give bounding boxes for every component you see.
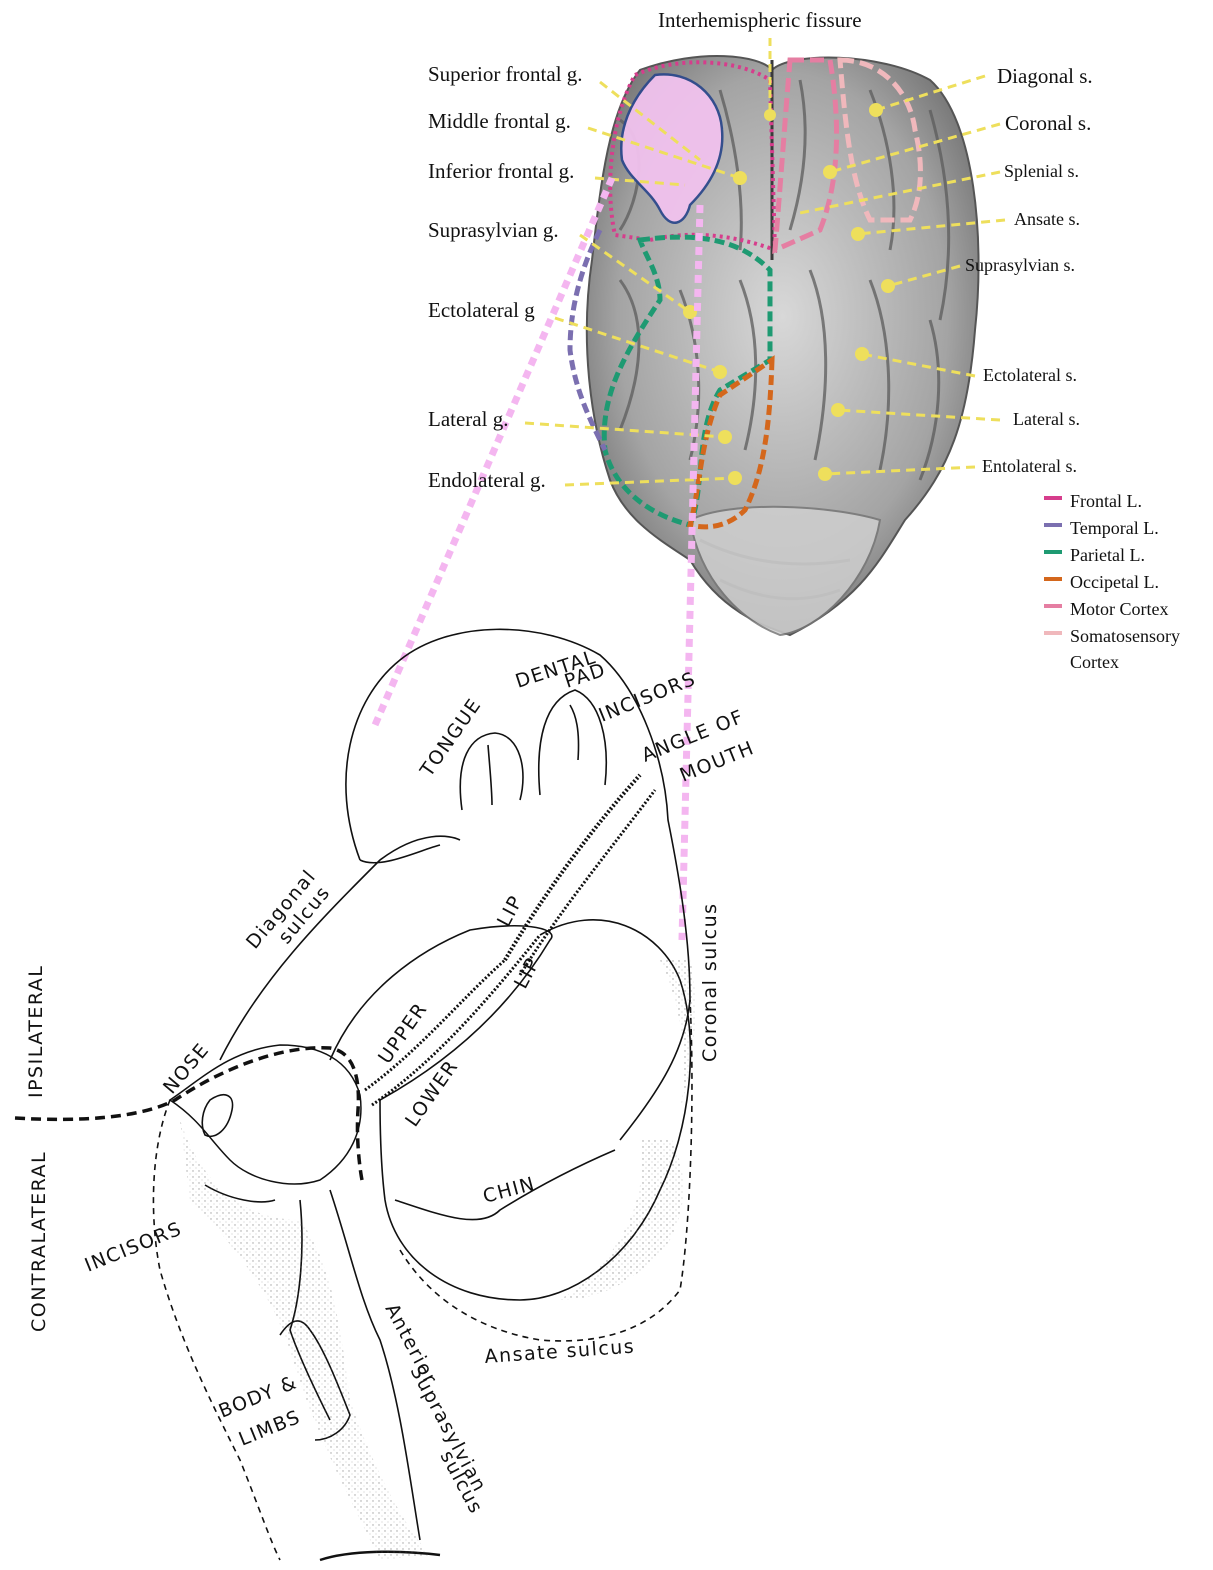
legend-swatch [1044, 550, 1062, 554]
right-label-6: Lateral s. [1013, 410, 1080, 428]
right-label-7: Entolateral s. [982, 457, 1077, 475]
legend-label: Occipetal L. [1070, 569, 1159, 595]
legend: Frontal L. Temporal L. Parietal L. Occip… [1044, 488, 1200, 677]
left-label-0: Superior frontal g. [428, 64, 583, 85]
label-chin: CHIN [481, 1173, 538, 1208]
brain-illustration [570, 38, 979, 635]
label-upper: UPPER [374, 998, 432, 1068]
legend-swatch [1044, 604, 1062, 608]
interhemispheric-label: Interhemispheric fissure [658, 10, 862, 31]
label-ipsilateral: IPSILATERAL [25, 965, 47, 1098]
somatotopic-sketch [15, 629, 695, 1560]
left-label-5: Lateral g. [428, 409, 508, 430]
legend-swatch [1044, 523, 1062, 527]
legend-item-motor: Motor Cortex [1044, 596, 1200, 623]
legend-item-frontal: Frontal L. [1044, 488, 1200, 515]
left-label-1: Middle frontal g. [428, 111, 571, 132]
legend-item-temporal: Temporal L. [1044, 515, 1200, 542]
label-lip-1: LIP [493, 892, 528, 931]
legend-label: Temporal L. [1070, 515, 1159, 541]
label-lip-2: LIP [510, 954, 545, 993]
left-label-2: Inferior frontal g. [428, 161, 574, 182]
right-label-1: Coronal s. [1005, 113, 1091, 134]
legend-item-parietal: Parietal L. [1044, 542, 1200, 569]
left-label-3: Suprasylvian g. [428, 220, 559, 241]
sketch-labels: TONGUE DENTAL PAD INCISORS ANGLE OF MOUT… [25, 646, 758, 1518]
label-nose: NOSE [159, 1039, 214, 1099]
legend-label: Motor Cortex [1070, 596, 1169, 622]
label-incisors-top: INCISORS [596, 668, 700, 727]
legend-label: Parietal L. [1070, 542, 1145, 568]
right-label-5: Ectolateral s. [983, 366, 1077, 384]
label-contralateral: CONTRALATERAL [28, 1151, 50, 1332]
label-ansate-sulcus: Ansate sulcus [484, 1336, 636, 1368]
legend-swatch [1044, 631, 1062, 635]
label-incisors-bottom: INCISORS [82, 1218, 186, 1277]
label-tongue: TONGUE [416, 694, 486, 782]
right-label-3: Ansate s. [1014, 210, 1080, 228]
left-label-6: Endolateral g. [428, 470, 546, 491]
legend-item-somatosensory: Somatosensory Cortex [1044, 623, 1200, 677]
legend-swatch [1044, 496, 1062, 500]
left-label-4: Ectolateral g [428, 300, 535, 321]
legend-label: Frontal L. [1070, 488, 1142, 514]
legend-item-occipital: Occipetal L. [1044, 569, 1200, 596]
label-coronal-sulcus: Coronal sulcus [699, 902, 721, 1062]
right-label-2: Splenial s. [1004, 162, 1079, 180]
legend-swatch [1044, 577, 1062, 581]
right-label-4: Suprasylvian s. [965, 256, 1075, 274]
legend-label: Somatosensory Cortex [1070, 623, 1200, 675]
right-label-0: Diagonal s. [997, 66, 1093, 87]
